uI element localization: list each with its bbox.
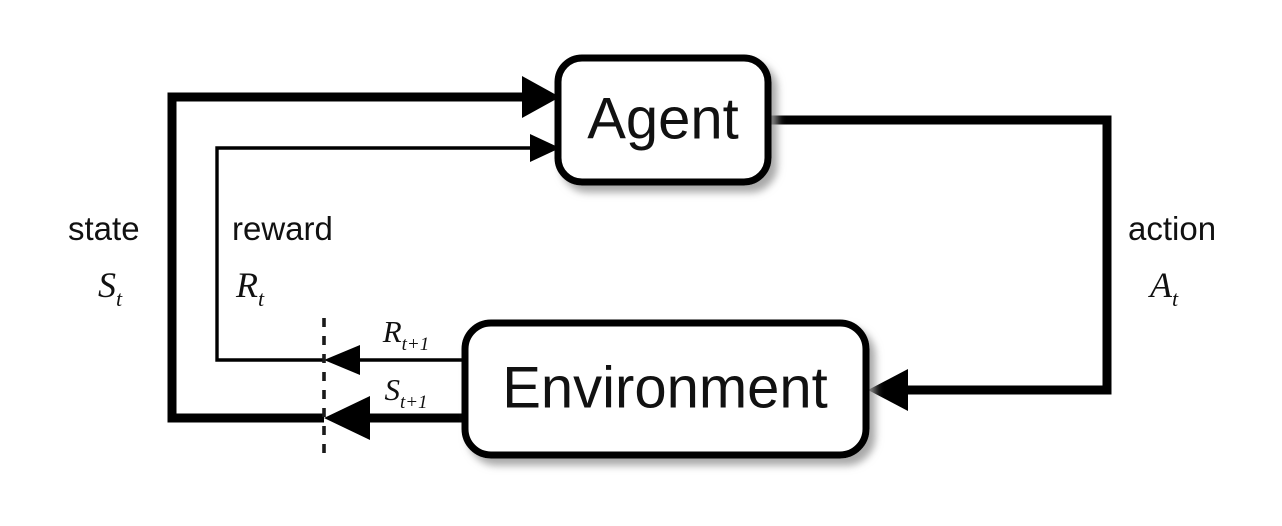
label-state-next-base: S — [384, 372, 400, 407]
label-reward: reward Rt — [232, 210, 333, 311]
environment-label: Environment — [502, 355, 828, 420]
edge-state-next-arrowhead — [324, 396, 370, 440]
edge-reward — [215, 134, 560, 362]
agent-box[interactable] — [554, 54, 772, 186]
label-state-next: St+1 — [384, 372, 427, 413]
edge-state-line — [167, 92, 524, 423]
label-state-symbol: St — [98, 265, 123, 311]
edge-reward-arrowhead — [530, 134, 560, 162]
edge-action-line — [768, 115, 1112, 395]
label-state-symbol-sub: t — [116, 286, 123, 311]
edge-reward-next — [324, 345, 465, 375]
label-action-symbol: At — [1148, 265, 1179, 311]
edge-action-arrowhead — [868, 369, 908, 411]
label-action: action At — [1128, 210, 1216, 311]
label-state-symbol-base: S — [98, 265, 116, 305]
node-agent[interactable]: Agent — [554, 54, 772, 186]
label-reward-symbol-sub: t — [258, 286, 265, 311]
label-action-symbol-base: A — [1148, 265, 1173, 305]
edge-action — [768, 115, 1112, 411]
edge-state — [167, 76, 560, 423]
edge-reward-next-arrowhead — [324, 345, 360, 375]
label-reward-symbol: Rt — [235, 265, 265, 311]
label-reward-symbol-base: R — [235, 265, 258, 305]
label-state-next-sub: t+1 — [400, 392, 428, 413]
label-reward-next-base: R — [382, 314, 402, 349]
label-state: state St — [68, 210, 140, 311]
edge-state-next — [324, 396, 465, 440]
label-reward-next: Rt+1 — [382, 314, 430, 355]
label-reward-word: reward — [232, 210, 333, 247]
label-reward-next-sub: t+1 — [402, 334, 430, 355]
label-action-word: action — [1128, 210, 1216, 247]
edge-reward-line — [215, 146, 532, 362]
label-action-symbol-sub: t — [1172, 286, 1179, 311]
node-environment[interactable]: Environment — [461, 319, 870, 459]
environment-box[interactable] — [461, 319, 870, 459]
agent-label: Agent — [587, 86, 739, 151]
label-state-word: state — [68, 210, 140, 247]
edge-state-arrowhead — [522, 76, 560, 118]
